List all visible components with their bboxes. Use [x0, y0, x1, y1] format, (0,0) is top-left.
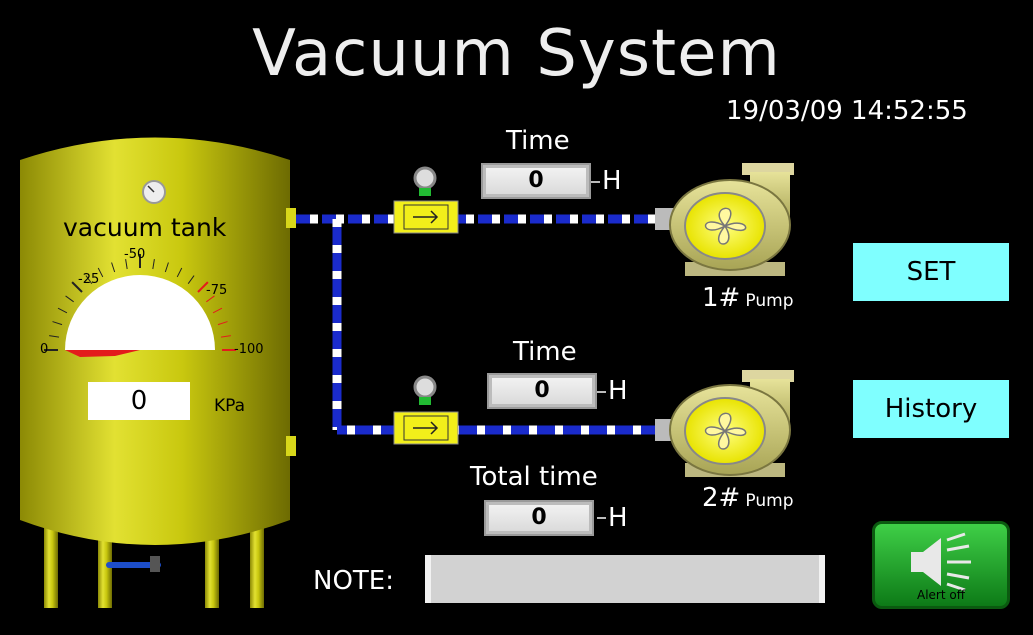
- dial-tick: [85, 275, 93, 284]
- dial-tick: [164, 262, 169, 273]
- valve-2-icon: [393, 375, 459, 445]
- dial-tick: [49, 335, 60, 338]
- pump-1-icon: [655, 163, 794, 276]
- gauge-tick-25: -25: [78, 272, 100, 287]
- dial-tick: [206, 295, 215, 303]
- pump1-label: 1# Pump: [702, 283, 794, 313]
- gauge-tick-100: -100: [234, 342, 264, 357]
- page-title: Vacuum System: [252, 17, 781, 91]
- dial-tick: [111, 262, 116, 273]
- dial-tick: [217, 321, 228, 326]
- pump2-time-value: 0: [487, 373, 597, 409]
- tank-pressure-gauge-icon: [142, 180, 166, 204]
- history-button[interactable]: History: [853, 380, 1009, 438]
- vacuum-tank: [20, 137, 296, 608]
- pump-2-icon: [655, 370, 794, 477]
- pressure-value-display: 0: [88, 382, 190, 420]
- pump2-label: 2# Pump: [702, 483, 794, 513]
- alert-off-button[interactable]: Alert off: [872, 521, 1010, 609]
- datetime-display: 19/03/09 14:52:55: [726, 96, 968, 126]
- gauge-tick-0: 0: [40, 342, 49, 357]
- tank-label: vacuum tank: [63, 213, 227, 242]
- pump2-time-label: Time: [513, 337, 577, 367]
- dial-tick: [152, 259, 155, 270]
- note-field[interactable]: [425, 555, 825, 603]
- pump1-time-unit: H: [602, 166, 622, 196]
- dial-tick: [57, 307, 68, 314]
- vacuum-dial: [44, 254, 236, 357]
- alert-off-label: Alert off: [917, 588, 965, 602]
- vacuum-pipes: [296, 214, 660, 435]
- dial-tick: [176, 267, 183, 278]
- dial-tick: [52, 321, 63, 326]
- dial-tick: [187, 275, 195, 284]
- pump2-name: Pump: [745, 491, 794, 511]
- valve-1-icon: [393, 166, 459, 234]
- speaker-icon: [911, 532, 971, 592]
- pump1-name: Pump: [745, 291, 794, 311]
- pressure-unit: KPa: [214, 396, 246, 416]
- dial-tick: [71, 281, 83, 293]
- set-button[interactable]: SET: [853, 243, 1009, 301]
- gauge-tick-75: -75: [206, 283, 228, 298]
- dial-tick: [197, 281, 209, 293]
- total-time-value: 0: [484, 500, 594, 536]
- gauge-tick-50: -50: [124, 247, 146, 262]
- total-time-unit: H: [608, 503, 628, 533]
- dial-tick: [220, 335, 231, 338]
- dial-tick: [97, 267, 104, 278]
- pump2-number: 2#: [702, 483, 741, 513]
- pump1-time-value: 0: [481, 163, 591, 199]
- note-label: NOTE:: [313, 566, 394, 596]
- pump1-number: 1#: [702, 283, 741, 313]
- pump1-time-label: Time: [506, 126, 570, 156]
- dial-tick: [212, 307, 223, 314]
- pump2-time-unit: H: [608, 376, 628, 406]
- total-time-label: Total time: [470, 462, 598, 492]
- dial-tick: [65, 295, 74, 303]
- dial-tick: [125, 259, 128, 270]
